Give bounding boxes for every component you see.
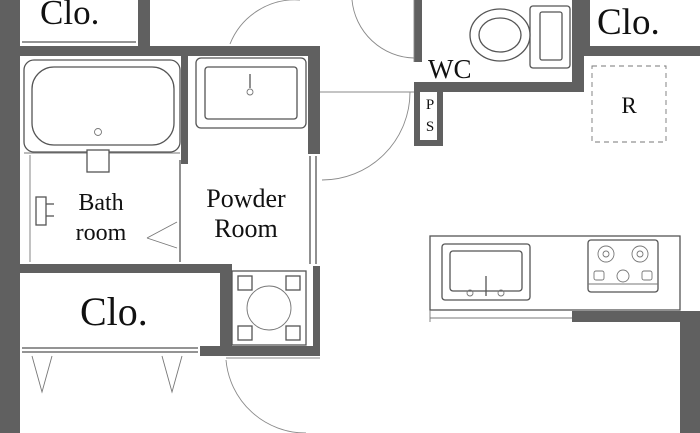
pipe-space-label-line2: S — [426, 119, 434, 135]
wall-closet-tr-bottom — [584, 46, 700, 56]
washbasin — [195, 57, 307, 129]
refrigerator-space — [591, 65, 667, 143]
door-swing-lower — [225, 359, 306, 433]
wall-h-lower-left — [200, 346, 320, 356]
wall-wc-bottom — [414, 82, 584, 92]
powder-room-label-line1: Powder — [206, 184, 286, 213]
wall-powder-right-lower — [313, 266, 320, 356]
kitchen-sink — [441, 243, 531, 301]
wall-closet-tl-right — [138, 0, 150, 46]
refrigerator-label: R — [621, 93, 637, 118]
door-swing-wc — [351, 0, 415, 59]
powder-room-label-line2: Room — [214, 214, 278, 243]
door-swing-hall-top — [229, 0, 300, 45]
wall-h-upper-left — [20, 46, 315, 56]
closet-ll-folding-doors — [31, 355, 183, 394]
wc-label: WC — [428, 54, 472, 84]
wall-closet-ll-right — [220, 264, 232, 352]
wall-bath-right — [181, 56, 188, 164]
bath-door-marker — [146, 160, 181, 262]
closet-top-right-label: Clo. — [597, 2, 660, 43]
bathtub — [23, 59, 181, 154]
wall-wc-left — [414, 0, 422, 62]
wall-powder-right — [308, 46, 320, 154]
wall-wc-right — [572, 0, 584, 92]
wall-ps-left — [414, 92, 420, 146]
wall-closet-tr-left — [584, 0, 590, 52]
bathroom-label-line1: Bath — [78, 190, 123, 216]
door-swing-powder — [321, 91, 411, 181]
bath-faucet — [86, 149, 110, 173]
wall-h-right — [572, 311, 700, 322]
wall-h-mid-left — [20, 264, 230, 273]
sliding-door-powder — [309, 156, 317, 264]
washing-machine — [231, 270, 307, 346]
closet-top-left-label: Clo. — [40, 0, 99, 32]
pipe-space-label-line1: P — [426, 97, 434, 113]
wall-left — [0, 0, 20, 433]
wall-right — [680, 322, 700, 433]
gas-stove — [587, 239, 659, 293]
wall-ps-bottom — [414, 140, 443, 146]
shower-head — [35, 196, 54, 226]
toilet — [469, 5, 571, 69]
bathroom-label-line2: room — [76, 220, 127, 246]
wall-ps-right — [437, 92, 443, 146]
closet-lower-left-label: Clo. — [80, 289, 148, 334]
